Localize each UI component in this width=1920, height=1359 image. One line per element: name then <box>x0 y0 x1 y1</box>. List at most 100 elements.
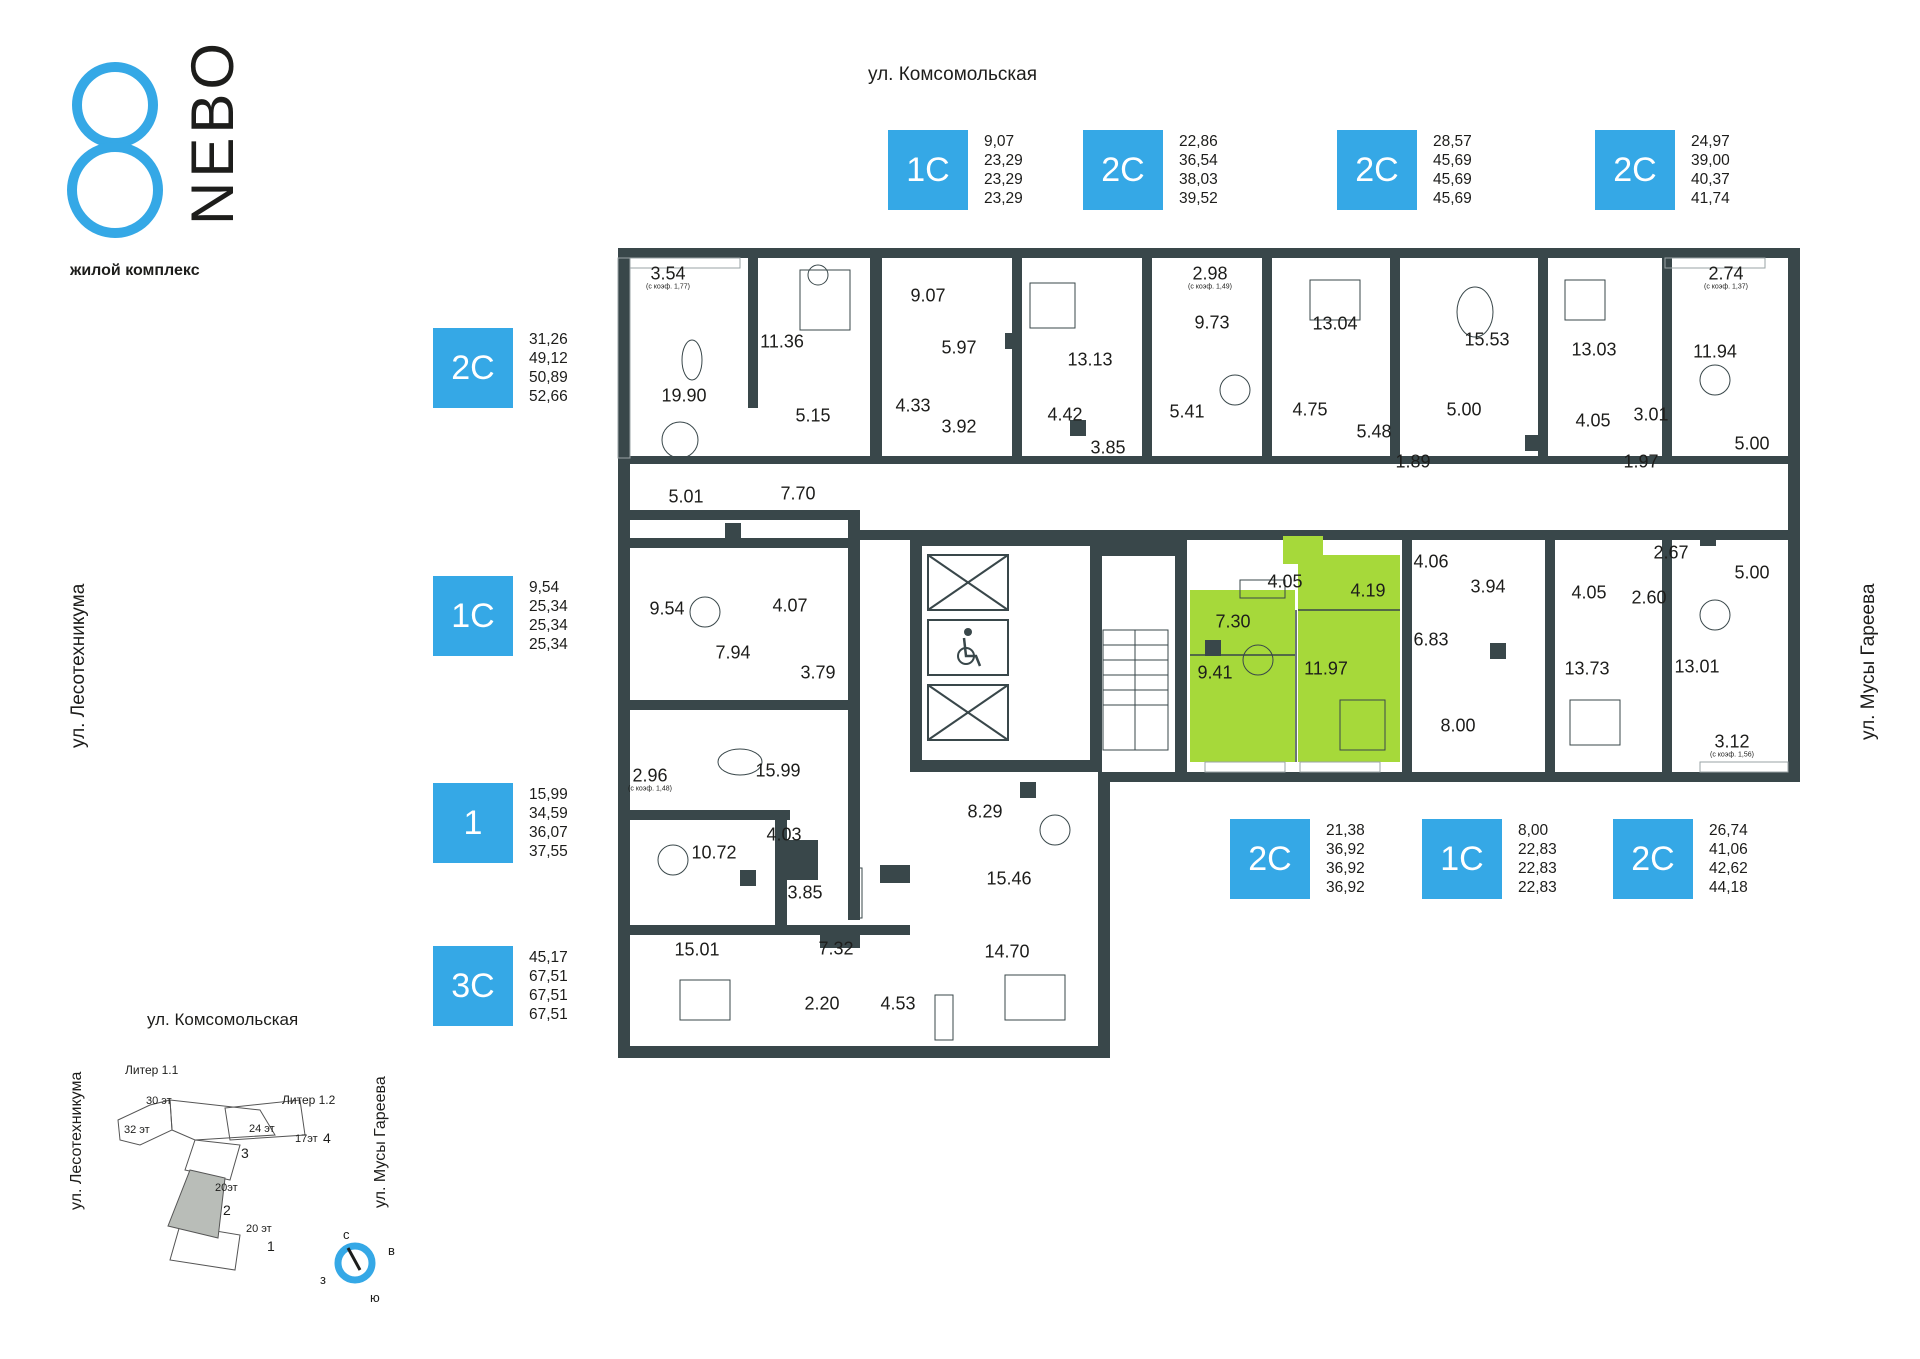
apartment-areas: 24,97 39,00 40,37 41,74 <box>1691 132 1730 208</box>
area-value: 36,92 <box>1326 879 1365 896</box>
area-value: 9,54 <box>529 579 560 596</box>
room-area: 3.92 <box>941 416 977 437</box>
room-area: 2.98 <box>1192 263 1228 284</box>
apartment-type-badge: 1С <box>433 576 513 656</box>
apartment-type-card[interactable]: 1С 9,54 25,34 25,34 25,34 <box>433 576 568 656</box>
minimap-floors-32: 32 эт <box>124 1124 150 1136</box>
room-area: 2.67 <box>1653 542 1689 563</box>
area-value: 44,18 <box>1709 879 1748 896</box>
area-value: 36,92 <box>1326 841 1365 858</box>
room-area: 11.94 <box>1693 341 1737 362</box>
area-value: 15,99 <box>529 786 568 803</box>
minimap-street-right: ул. Мусы Гареева <box>372 1076 389 1208</box>
room-area: 9.41 <box>1197 662 1233 683</box>
minimap-floors-20-b: 20 эт <box>246 1223 272 1235</box>
apartment-type-badge: 1С <box>1422 819 1502 899</box>
site-minimap <box>117 1099 306 1271</box>
apartment-type-badge: 2С <box>433 328 513 408</box>
minimap-street-top: ул. Комсомольская <box>147 1010 299 1029</box>
room-area: 3.54 <box>650 263 686 284</box>
room-area: 13.73 <box>1564 658 1610 679</box>
area-value: 23,29 <box>984 171 1023 188</box>
area-value: 22,86 <box>1179 133 1218 150</box>
apartment-type-badge: 1С <box>888 130 968 210</box>
area-value: 34,59 <box>529 805 568 822</box>
apartment-type-card[interactable]: 2С 22,86 36,54 38,03 39,52 <box>1083 130 1218 210</box>
room-area: 11.97 <box>1304 658 1348 679</box>
apartment-type-card[interactable]: 2С 26,74 41,06 42,62 44,18 <box>1613 819 1748 899</box>
logo-eight <box>67 62 163 238</box>
room-area: 15.01 <box>674 939 720 960</box>
room-area: 8.29 <box>967 801 1003 822</box>
coefficient-note: (с коэф. 1,56) <box>1710 751 1754 759</box>
compass-north: с <box>343 1227 350 1242</box>
minimap-building-1: 1 <box>267 1238 275 1254</box>
room-area: 2.96 <box>632 765 668 786</box>
room-area: 7.70 <box>780 483 816 504</box>
room-area: 4.05 <box>1267 571 1303 592</box>
area-value: 41,74 <box>1691 190 1730 207</box>
area-value: 25,34 <box>529 598 568 615</box>
room-area: 5.97 <box>941 337 977 358</box>
apartment-type-card[interactable]: 3С 45,17 67,51 67,51 67,51 <box>433 946 568 1026</box>
room-area: 10.72 <box>691 842 737 863</box>
area-value: 21,38 <box>1326 822 1365 839</box>
area-value: 8,00 <box>1518 822 1549 839</box>
area-value: 28,57 <box>1433 133 1472 150</box>
room-area: 4.07 <box>772 595 808 616</box>
room-area: 3.85 <box>787 882 823 903</box>
room-area: 4.19 <box>1350 580 1386 601</box>
apartment-type-card[interactable]: 1С 9,07 23,29 23,29 23,29 <box>888 130 1023 210</box>
logo-subtitle: жилой комплекс <box>70 262 200 279</box>
compass-east: в <box>388 1243 395 1258</box>
room-area: 9.54 <box>649 598 685 619</box>
room-area: 5.00 <box>1734 562 1770 583</box>
selected-apartment <box>1190 536 1400 762</box>
room-area: 7.32 <box>818 938 854 959</box>
area-value: 41,06 <box>1709 841 1748 858</box>
minimap-floors-20-a: 20эт <box>215 1182 238 1194</box>
area-value: 25,34 <box>529 617 568 634</box>
apartment-type-card[interactable]: 2С 21,38 36,92 36,92 36,92 <box>1230 819 1365 899</box>
area-value: 36,54 <box>1179 152 1218 169</box>
street-top: ул. Комсомольская <box>868 64 1037 85</box>
area-value: 39,52 <box>1179 190 1218 207</box>
room-area: 9.07 <box>910 285 946 306</box>
area-value: 22,83 <box>1518 860 1557 877</box>
room-area: 7.30 <box>1215 611 1251 632</box>
minimap-street-left: ул. Лесотехникума <box>68 1071 85 1210</box>
apartment-areas: 28,57 45,69 45,69 45,69 <box>1433 132 1472 208</box>
apartment-type-card[interactable]: 2С 31,26 49,12 50,89 52,66 <box>433 328 568 408</box>
room-area: 5.41 <box>1169 401 1205 422</box>
area-value: 67,51 <box>529 968 568 985</box>
apartment-type-badge: 1 <box>433 783 513 863</box>
area-value: 40,37 <box>1691 171 1730 188</box>
room-area: 19.90 <box>661 385 707 406</box>
apartment-type-card[interactable]: 2С 28,57 45,69 45,69 45,69 <box>1337 130 1472 210</box>
room-area: 13.01 <box>1674 656 1720 677</box>
area-value: 36,92 <box>1326 860 1365 877</box>
room-area: 11.36 <box>760 331 804 352</box>
room-area: 15.99 <box>755 760 801 781</box>
room-area: 14.70 <box>984 941 1030 962</box>
coefficient-note: (с коэф. 1,37) <box>1704 283 1748 291</box>
area-value: 45,69 <box>1433 171 1472 188</box>
apartment-type-card[interactable]: 1С 8,00 22,83 22,83 22,83 <box>1422 819 1557 899</box>
apartment-areas: 45,17 67,51 67,51 67,51 <box>529 948 568 1024</box>
area-value: 52,66 <box>529 388 568 405</box>
room-area: 13.03 <box>1571 339 1617 360</box>
room-area: 4.75 <box>1292 399 1328 420</box>
room-area: 6.83 <box>1413 629 1449 650</box>
room-area: 8.00 <box>1440 715 1476 736</box>
room-area: 5.01 <box>668 486 704 507</box>
area-value: 38,03 <box>1179 171 1218 188</box>
apartment-type-card[interactable]: 1 15,99 34,59 36,07 37,55 <box>433 783 568 863</box>
room-area: 1.89 <box>1395 451 1431 472</box>
apartment-type-badge: 2С <box>1337 130 1417 210</box>
apartment-areas: 21,38 36,92 36,92 36,92 <box>1326 821 1365 897</box>
apartment-type-card[interactable]: 2С 24,97 39,00 40,37 41,74 <box>1595 130 1730 210</box>
room-area: 4.05 <box>1571 582 1607 603</box>
apartment-type-badge: 2С <box>1613 819 1693 899</box>
room-area: 4.03 <box>766 824 802 845</box>
